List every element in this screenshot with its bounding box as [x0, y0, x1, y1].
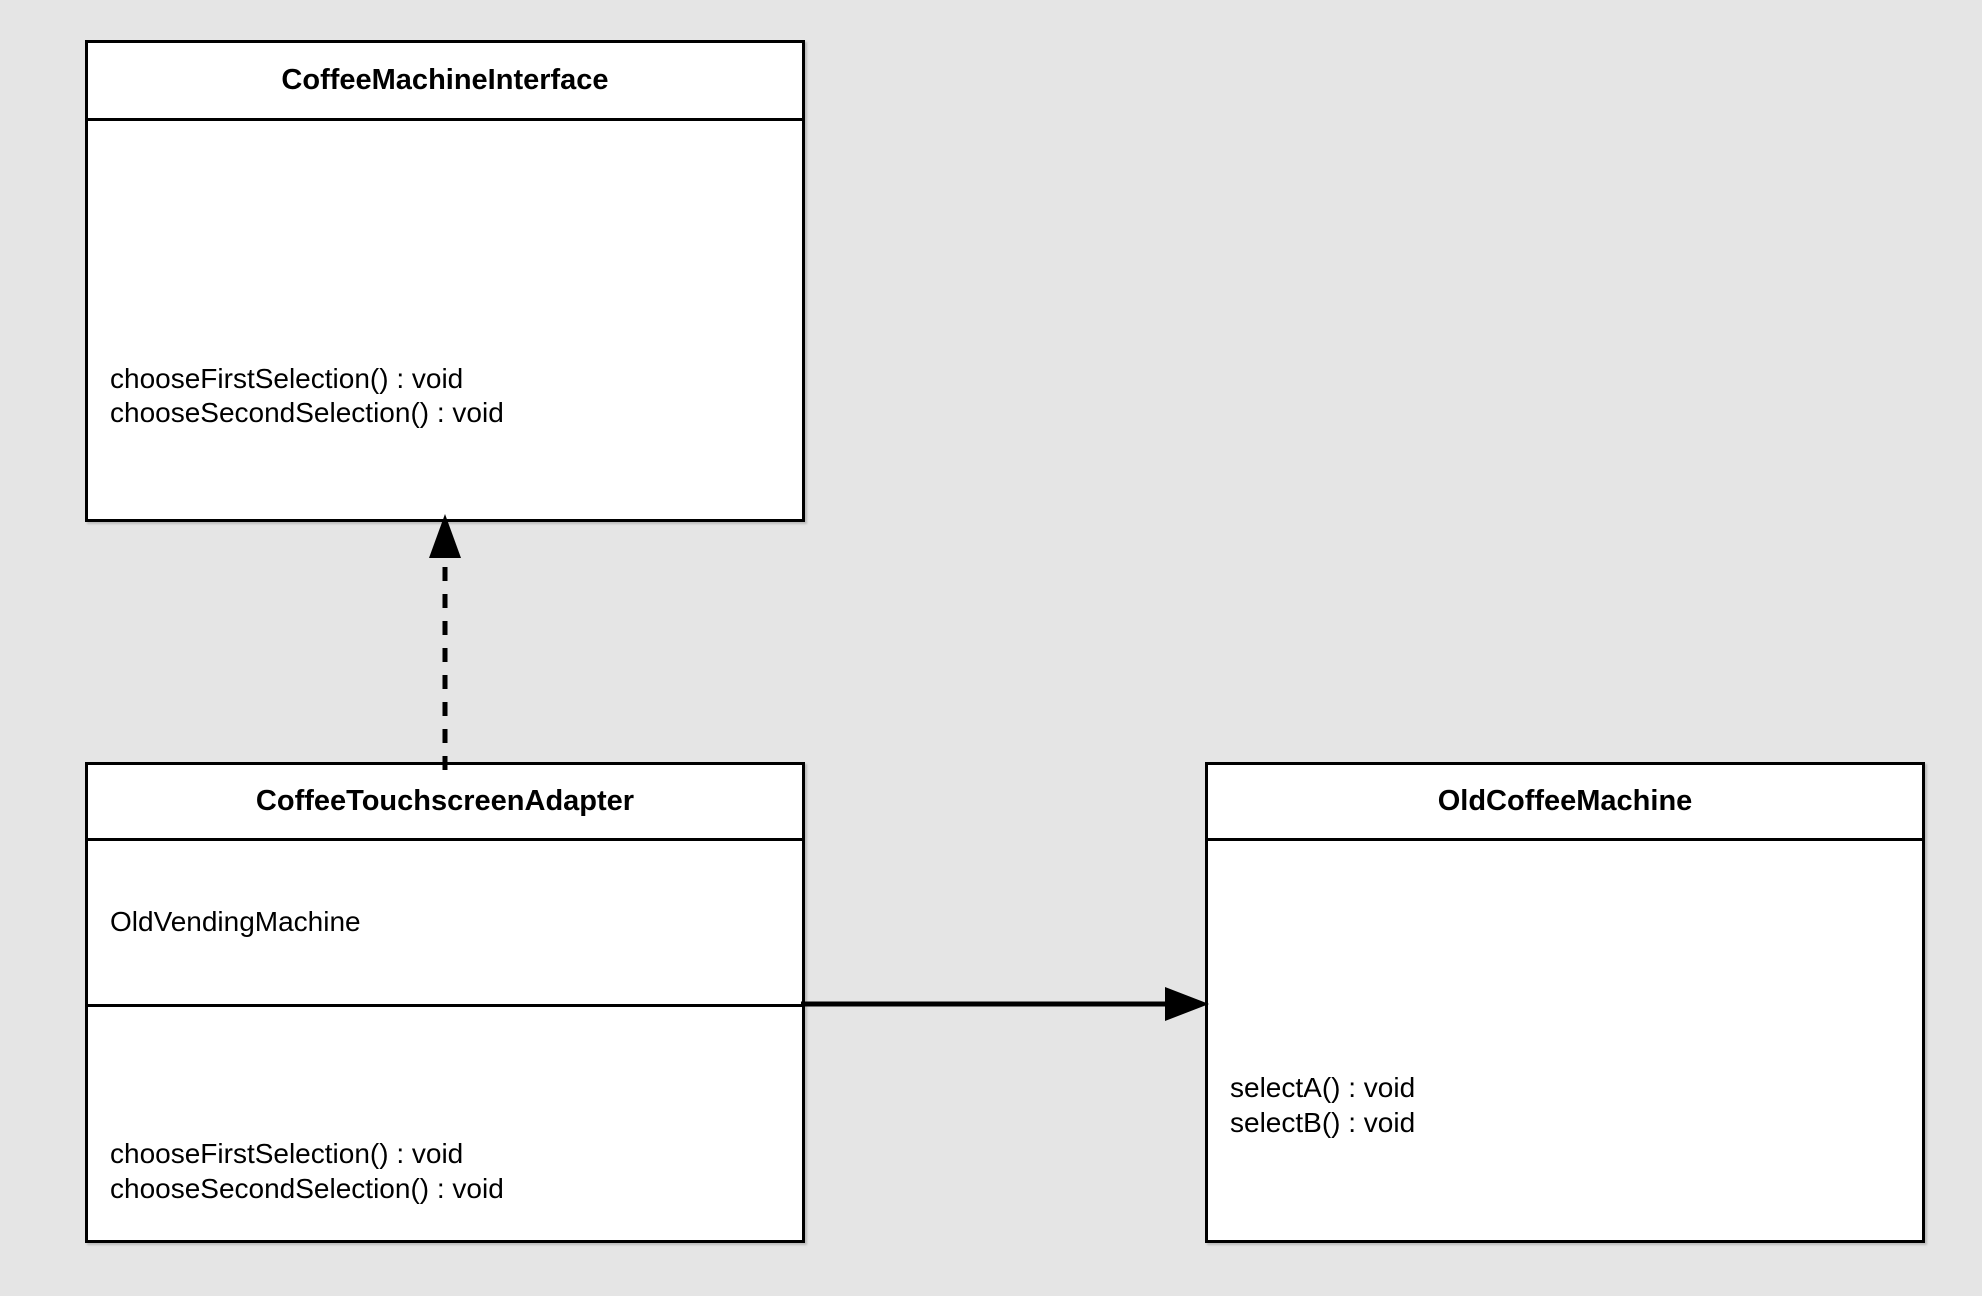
association-arrowhead-icon [1165, 987, 1209, 1021]
uml-class-old-coffee-machine[interactable]: OldCoffeeMachine selectA() : void select… [1205, 762, 1925, 1243]
uml-class-coffee-machine-interface[interactable]: CoffeeMachineInterface chooseFirstSelect… [85, 40, 805, 522]
operations-compartment-coffee-machine-interface: chooseFirstSelection() : void chooseSeco… [88, 118, 802, 519]
attribute-item: OldVendingMachine [110, 906, 361, 938]
operations-compartment-old-coffee-machine: selectA() : void selectB() : void [1208, 838, 1922, 1240]
association-connector[interactable] [795, 975, 1215, 1035]
operation-item: selectB() : void [1230, 1106, 1416, 1138]
operation-item: chooseFirstSelection() : void [110, 1138, 464, 1170]
attributes-compartment-coffee-touchscreen-adapter: OldVendingMachine [88, 838, 802, 1004]
uml-class-coffee-touchscreen-adapter[interactable]: CoffeeTouchscreenAdapter OldVendingMachi… [85, 762, 805, 1243]
operation-item: chooseSecondSelection() : void [110, 1172, 504, 1204]
operations-compartment-coffee-touchscreen-adapter: chooseFirstSelection() : void chooseSeco… [88, 1004, 802, 1240]
operation-item: selectA() : void [1230, 1072, 1416, 1104]
operation-item: chooseSecondSelection() : void [110, 397, 504, 428]
class-name-old-coffee-machine: OldCoffeeMachine [1437, 785, 1693, 817]
class-name-coffee-touchscreen-adapter: CoffeeTouchscreenAdapter [255, 785, 635, 817]
operation-item: chooseFirstSelection() : void [110, 362, 464, 394]
realization-connector[interactable] [415, 508, 475, 770]
class-name-coffee-machine-interface: CoffeeMachineInterface [281, 64, 609, 96]
